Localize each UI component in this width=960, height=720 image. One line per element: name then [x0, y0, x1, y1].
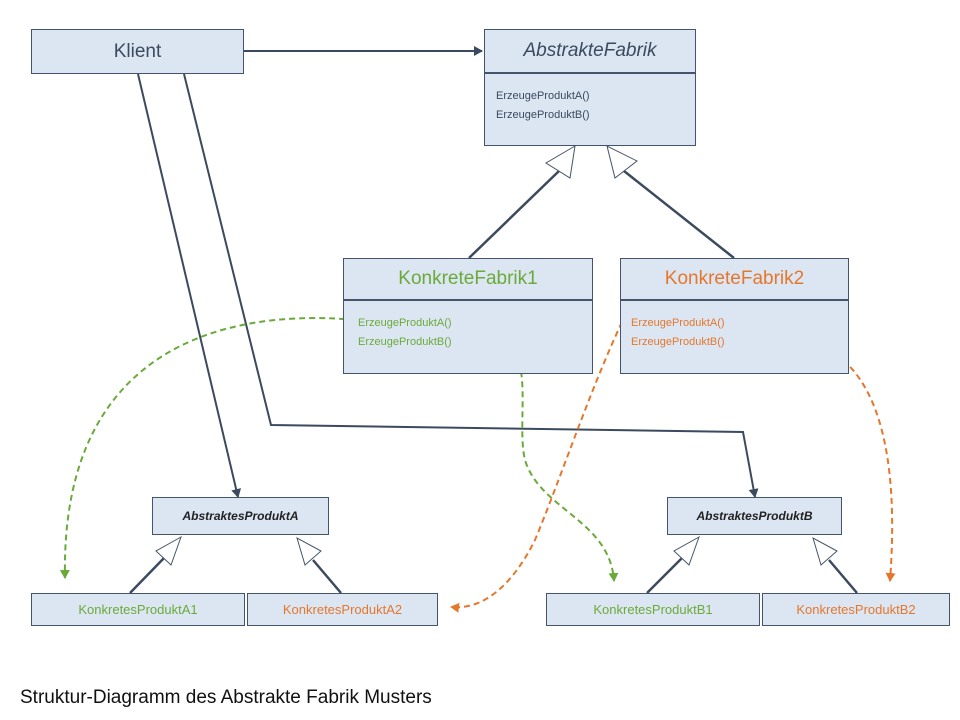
association-client-product-b [183, 73, 759, 498]
inheritance-factory2 [623, 170, 735, 259]
concrete-factory-2-class[interactable]: KonkreteFabrik2 ErzeugeProduktA() Erzeug… [620, 258, 849, 374]
abstract-product-b-class[interactable]: AbstraktesProduktB [667, 497, 842, 535]
operation-create-b: ErzeugeProduktB() [496, 109, 590, 121]
abstract-factory-class[interactable]: AbstrakteFabrik ErzeugeProduktA() Erzeug… [484, 29, 696, 146]
concrete-product-b1-class[interactable]: KonkretesProduktB1 [546, 593, 760, 626]
inheritance-product-b1 [646, 556, 684, 594]
concrete-factory-1-class[interactable]: KonkreteFabrik1 ErzeugeProduktA() Erzeug… [343, 258, 593, 374]
operation-create-b: ErzeugeProduktB() [631, 336, 725, 348]
abstract-factory-name: AbstrakteFabrik [523, 40, 657, 61]
inheritance-triangle-product-b2 [812, 536, 838, 566]
concrete-product-a1-class[interactable]: KonkretesProduktA1 [31, 593, 245, 626]
association-client-product-a [137, 73, 242, 498]
concrete-factory-1-operations: ErzeugeProduktA() ErzeugeProduktB() [358, 314, 452, 352]
diagram-caption: Struktur-Diagramm des Abstrakte Fabrik M… [20, 687, 432, 708]
operation-create-a: ErzeugeProduktA() [631, 317, 725, 329]
inheritance-triangle-product-b1 [673, 535, 700, 566]
inheritance-product-a2 [312, 559, 342, 594]
creates-a1-dashed-arrow [59, 317, 356, 579]
abstract-factory-operations: ErzeugeProduktA() ErzeugeProduktB() [496, 87, 590, 125]
concrete-product-b2-class[interactable]: KonkretesProduktB2 [762, 593, 950, 626]
concrete-factory-1-name: KonkreteFabrik1 [398, 268, 538, 289]
inheritance-triangle-factory1 [545, 145, 576, 179]
concrete-factory-2-name: KonkreteFabrik2 [664, 268, 805, 289]
concrete-factory-2-divider [621, 299, 848, 301]
concrete-factory-1-divider [344, 299, 592, 301]
inheritance-triangle-product-a2 [296, 536, 322, 566]
inheritance-factory1 [468, 170, 560, 259]
creates-b1-dashed-arrow [487, 341, 619, 582]
abstract-product-a-class[interactable]: AbstraktesProduktA [152, 497, 329, 535]
concrete-factory-2-operations: ErzeugeProduktA() ErzeugeProduktB() [631, 314, 725, 352]
inheritance-triangle-factory2 [606, 145, 638, 179]
inheritance-triangle-product-a1 [155, 535, 182, 566]
operation-create-a: ErzeugeProduktA() [358, 317, 452, 329]
client-class[interactable]: Klient [31, 29, 244, 74]
inheritance-product-a1 [129, 556, 166, 594]
operation-create-b: ErzeugeProduktB() [358, 336, 452, 348]
inheritance-product-b2 [828, 559, 858, 594]
concrete-product-a2-class[interactable]: KonkretesProduktA2 [247, 593, 438, 626]
abstract-factory-divider [485, 72, 695, 74]
client-label: Klient [113, 40, 162, 62]
operation-create-a: ErzeugeProduktA() [496, 90, 590, 102]
creates-a2-dashed-arrow [450, 321, 623, 613]
